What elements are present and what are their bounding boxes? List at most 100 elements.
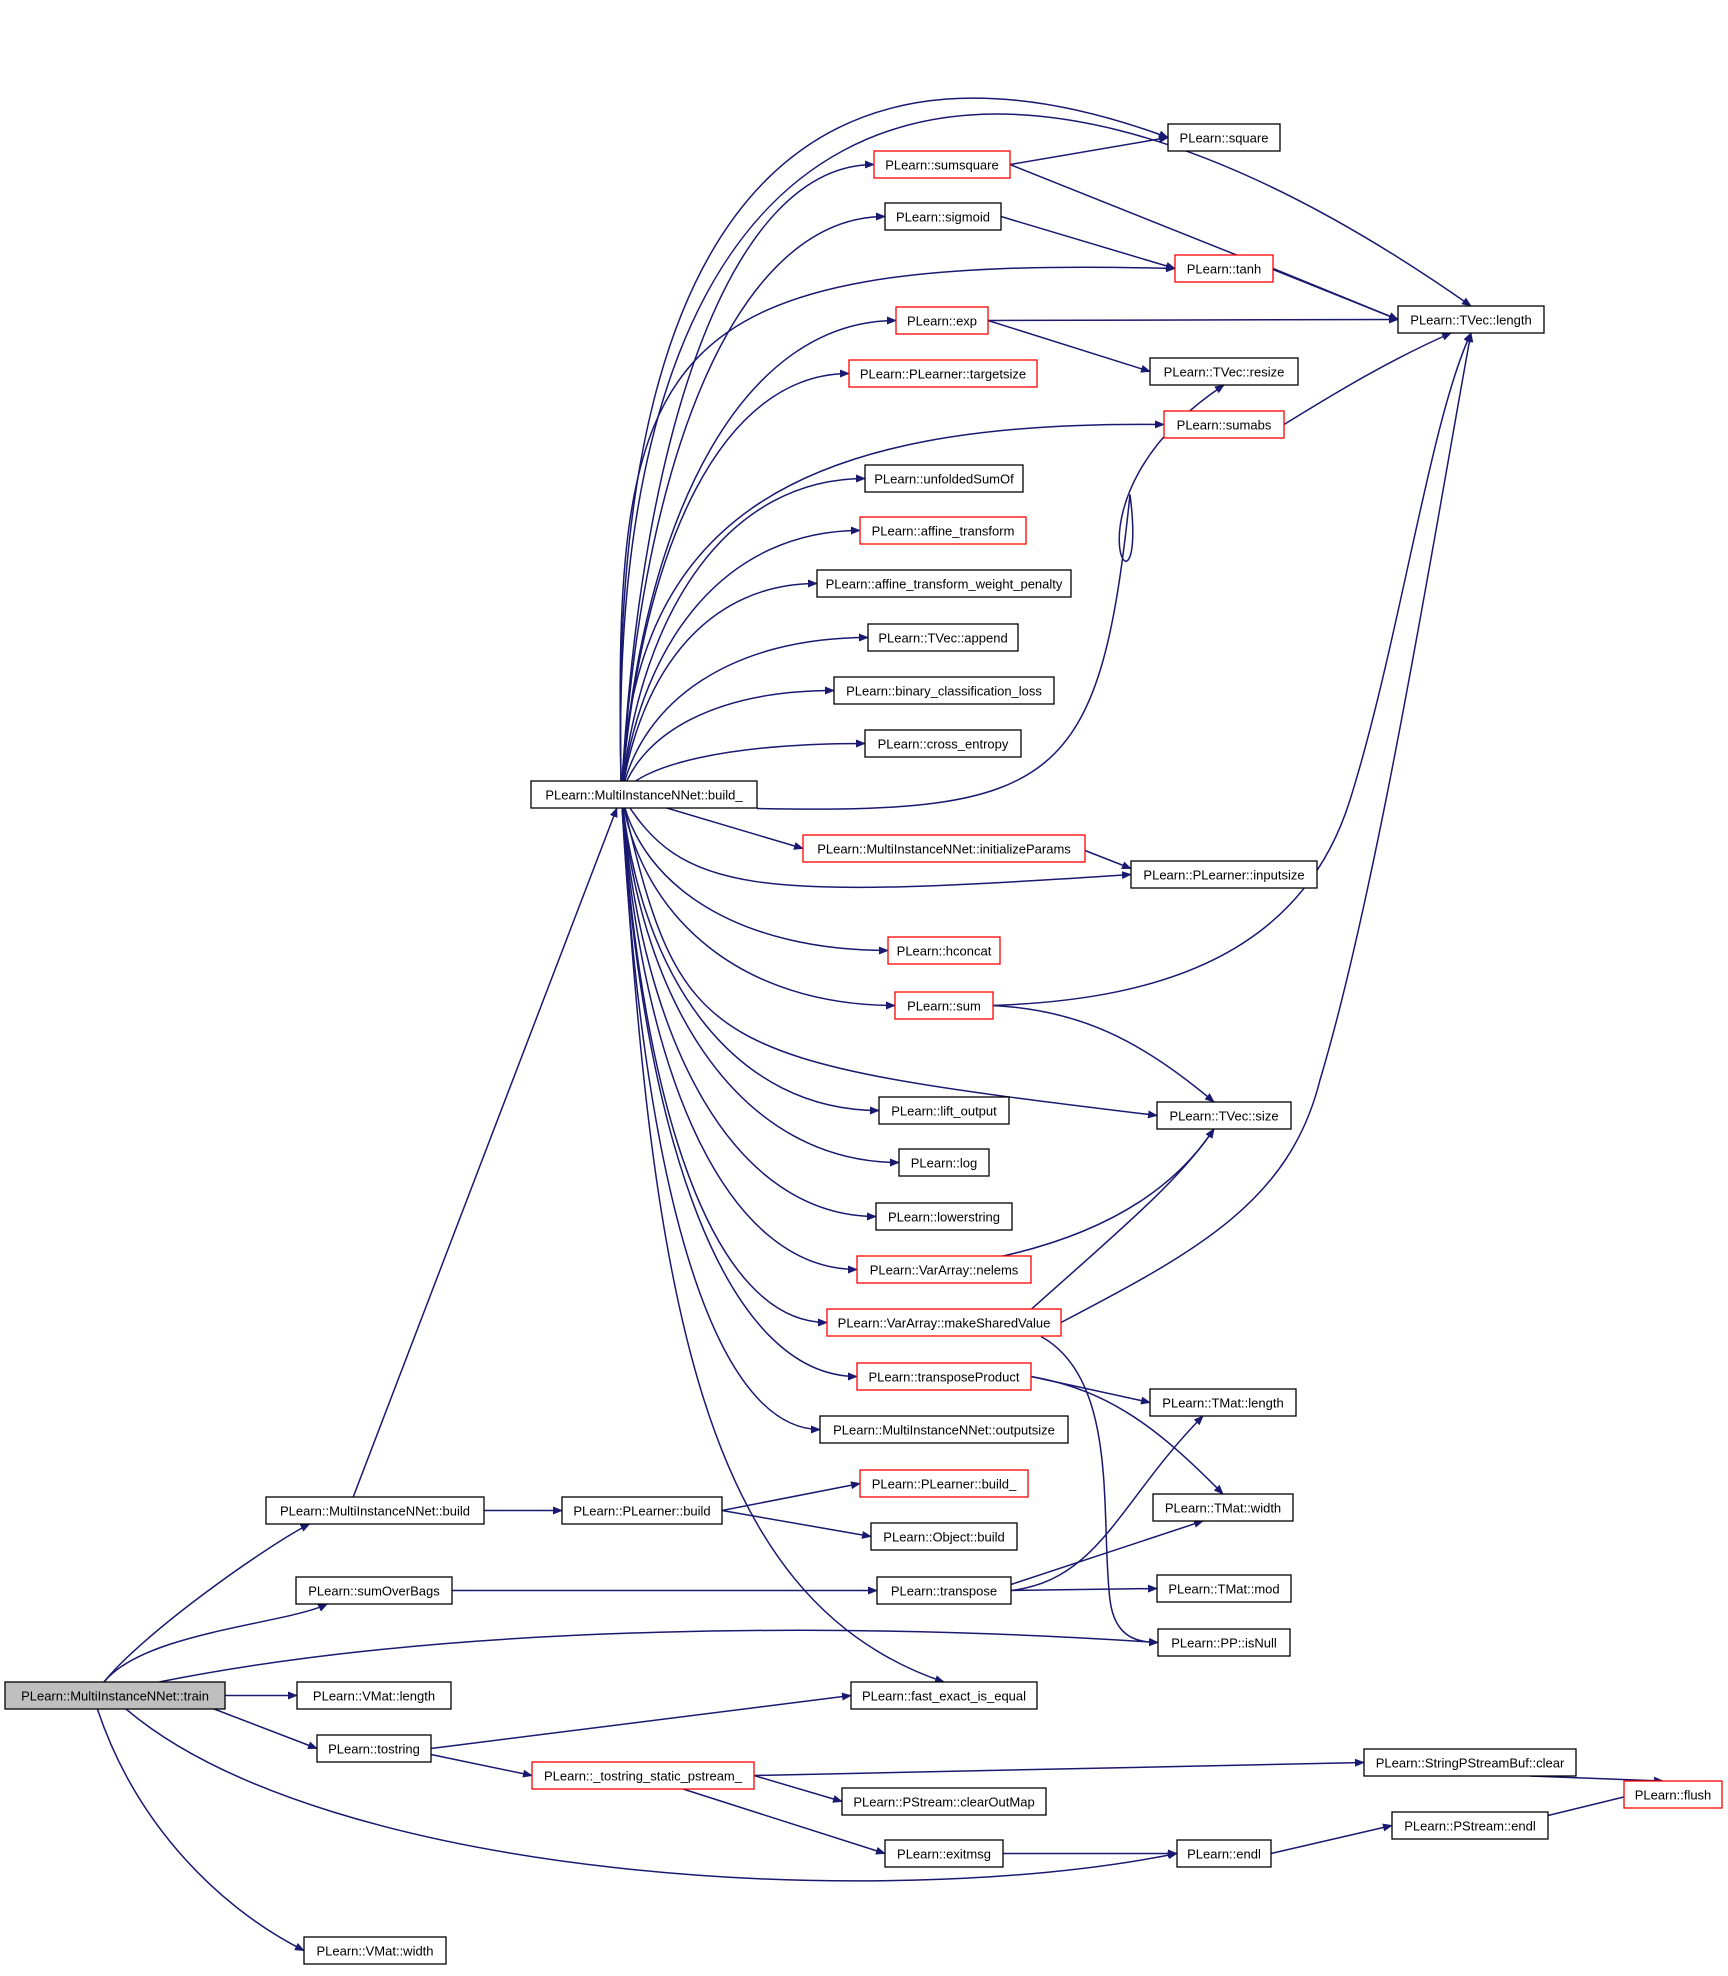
edge-tostringStatic-to-exitmsg	[682, 1788, 886, 1855]
node-box	[1391, 1811, 1549, 1840]
node-crossEntropy[interactable]: PLearn::cross_entropy	[864, 729, 1022, 758]
node-build[interactable]: PLearn::MultiInstanceNNet::build	[265, 1496, 485, 1525]
node-tanh[interactable]: PLearn::tanh	[1174, 254, 1274, 283]
node-endl[interactable]: PLearn::endl	[1176, 1839, 1272, 1868]
edge-makeShared-to-tvecSize	[1030, 1128, 1215, 1311]
node-label: PLearn::TVec::resize	[1164, 365, 1285, 380]
edge-sum-to-tvecLength	[992, 332, 1472, 1007]
node-square[interactable]: PLearn::square	[1167, 123, 1281, 152]
node-nelems[interactable]: PLearn::VarArray::nelems	[856, 1255, 1032, 1284]
node-box	[1176, 1839, 1272, 1868]
node-pstreamEndl[interactable]: PLearn::PStream::endl	[1391, 1811, 1549, 1840]
node-plearnerBuild_[interactable]: PLearn::PLearner::build_	[859, 1469, 1029, 1498]
node-box	[1363, 1748, 1577, 1777]
node-label: PLearn::VMat::length	[313, 1689, 435, 1704]
node-box	[876, 1576, 1012, 1605]
node-hconcat[interactable]: PLearn::hconcat	[887, 936, 1001, 965]
node-box	[841, 1787, 1047, 1816]
node-sum[interactable]: PLearn::sum	[894, 991, 994, 1020]
edge-build_-to-log	[620, 794, 900, 1167]
node-clearOutMap[interactable]: PLearn::PStream::clearOutMap	[841, 1787, 1047, 1816]
node-label: PLearn::unfoldedSumOf	[874, 472, 1014, 487]
node-makeShared[interactable]: PLearn::VarArray::makeSharedValue	[826, 1308, 1062, 1337]
node-label: PLearn::Object::build	[883, 1530, 1004, 1545]
node-unfoldedSumOf[interactable]: PLearn::unfoldedSumOf	[864, 464, 1024, 493]
node-tvecLength[interactable]: PLearn::TVec::length	[1397, 305, 1545, 334]
node-tvecResize[interactable]: PLearn::TVec::resize	[1149, 357, 1299, 386]
node-tvecSize[interactable]: PLearn::TVec::size	[1156, 1101, 1292, 1130]
node-exp[interactable]: PLearn::exp	[895, 306, 989, 335]
node-inputsize[interactable]: PLearn::PLearner::inputsize	[1130, 860, 1318, 889]
node-label: PLearn::PLearner::build_	[872, 1477, 1017, 1492]
node-binLoss[interactable]: PLearn::binary_classification_loss	[833, 676, 1055, 705]
edge-build_-to-hconcat	[620, 794, 889, 955]
edge-build_-to-append	[620, 633, 869, 795]
node-label: PLearn::lift_output	[891, 1104, 997, 1119]
node-tostring[interactable]: PLearn::tostring	[316, 1734, 432, 1763]
node-label: PLearn::endl	[1187, 1847, 1261, 1862]
edge-train-to-tostring	[204, 1704, 318, 1750]
node-box	[1167, 123, 1281, 152]
node-train[interactable]: PLearn::MultiInstanceNNet::train	[4, 1681, 226, 1710]
node-label: PLearn::log	[911, 1156, 978, 1171]
node-box	[1152, 1493, 1294, 1522]
node-label: PLearn::transpose	[891, 1584, 997, 1599]
node-build_[interactable]: PLearn::MultiInstanceNNet::build_	[530, 780, 758, 809]
node-lowerstring[interactable]: PLearn::lowerstring	[875, 1202, 1013, 1231]
edge-spsbClear-to-flush	[1529, 1775, 1664, 1785]
node-liftOutput[interactable]: PLearn::lift_output	[878, 1096, 1010, 1125]
edge-build_-to-tvecResize	[756, 384, 1225, 810]
node-plearnerBuild[interactable]: PLearn::PLearner::build	[561, 1496, 723, 1525]
node-tostringStatic[interactable]: PLearn::_tostring_static_pstream_	[531, 1761, 755, 1790]
node-sumsquare[interactable]: PLearn::sumsquare	[873, 150, 1011, 179]
node-box	[875, 1202, 1013, 1231]
node-initParams[interactable]: PLearn::MultiInstanceNNet::initializePar…	[802, 834, 1086, 863]
node-sigmoid[interactable]: PLearn::sigmoid	[884, 202, 1002, 231]
node-affinePenalty[interactable]: PLearn::affine_transform_weight_penalty	[816, 569, 1072, 598]
node-outputsize[interactable]: PLearn::MultiInstanceNNet::outputsize	[819, 1415, 1069, 1444]
node-label: PLearn::TVec::size	[1169, 1109, 1278, 1124]
node-spsbClear[interactable]: PLearn::StringPStreamBuf::clear	[1363, 1748, 1577, 1777]
node-label: PLearn::MultiInstanceNNet::train	[21, 1689, 209, 1704]
node-vmatLength[interactable]: PLearn::VMat::length	[296, 1681, 452, 1710]
edge-tostringStatic-to-clearOutMap	[753, 1774, 843, 1803]
node-box	[1163, 410, 1285, 439]
node-fastExact[interactable]: PLearn::fast_exact_is_equal	[850, 1681, 1038, 1710]
node-box	[826, 1308, 1062, 1337]
node-affine[interactable]: PLearn::affine_transform	[859, 516, 1027, 545]
node-label: PLearn::exitmsg	[897, 1847, 991, 1862]
node-label: PLearn::affine_transform_weight_penalty	[826, 577, 1063, 592]
node-box	[816, 569, 1072, 598]
edge-build-to-build_	[352, 807, 618, 1498]
node-tmatWidth[interactable]: PLearn::TMat::width	[1152, 1493, 1294, 1522]
edge-train-to-sumOverBags	[103, 1603, 329, 1683]
node-box	[895, 306, 989, 335]
node-box	[898, 1148, 990, 1177]
node-box	[561, 1496, 723, 1525]
node-tmatLength[interactable]: PLearn::TMat::length	[1149, 1388, 1297, 1417]
node-flush[interactable]: PLearn::flush	[1623, 1780, 1723, 1809]
edge-pstreamEndl-to-flush	[1547, 1792, 1635, 1817]
node-box	[870, 1522, 1018, 1551]
node-label: PLearn::MultiInstanceNNet::initializePar…	[817, 842, 1071, 857]
edge-build_-to-liftOutput	[620, 794, 880, 1115]
node-sumOverBags[interactable]: PLearn::sumOverBags	[295, 1576, 453, 1605]
node-transposeProduct[interactable]: PLearn::transposeProduct	[856, 1362, 1032, 1391]
node-vmatWidth[interactable]: PLearn::VMat::width	[303, 1936, 447, 1965]
node-isNull[interactable]: PLearn::PP::isNull	[1157, 1628, 1291, 1657]
node-append[interactable]: PLearn::TVec::append	[867, 623, 1019, 652]
node-sumabs[interactable]: PLearn::sumabs	[1163, 410, 1285, 439]
nodes-layer: PLearn::MultiInstanceNNet::trainPLearn::…	[4, 123, 1723, 1965]
node-transpose[interactable]: PLearn::transpose	[876, 1576, 1012, 1605]
node-box	[864, 464, 1024, 493]
node-exitmsg[interactable]: PLearn::exitmsg	[884, 1839, 1004, 1868]
node-box	[850, 1681, 1038, 1710]
node-targetsize[interactable]: PLearn::PLearner::targetsize	[848, 359, 1038, 388]
node-log[interactable]: PLearn::log	[898, 1148, 990, 1177]
node-tmatMod[interactable]: PLearn::TMat::mod	[1156, 1574, 1292, 1603]
node-objectBuild[interactable]: PLearn::Object::build	[870, 1522, 1018, 1551]
node-label: PLearn::cross_entropy	[878, 737, 1009, 752]
edges-layer	[96, 97, 1664, 1952]
node-label: PLearn::StringPStreamBuf::clear	[1376, 1756, 1565, 1771]
node-box	[1156, 1101, 1292, 1130]
